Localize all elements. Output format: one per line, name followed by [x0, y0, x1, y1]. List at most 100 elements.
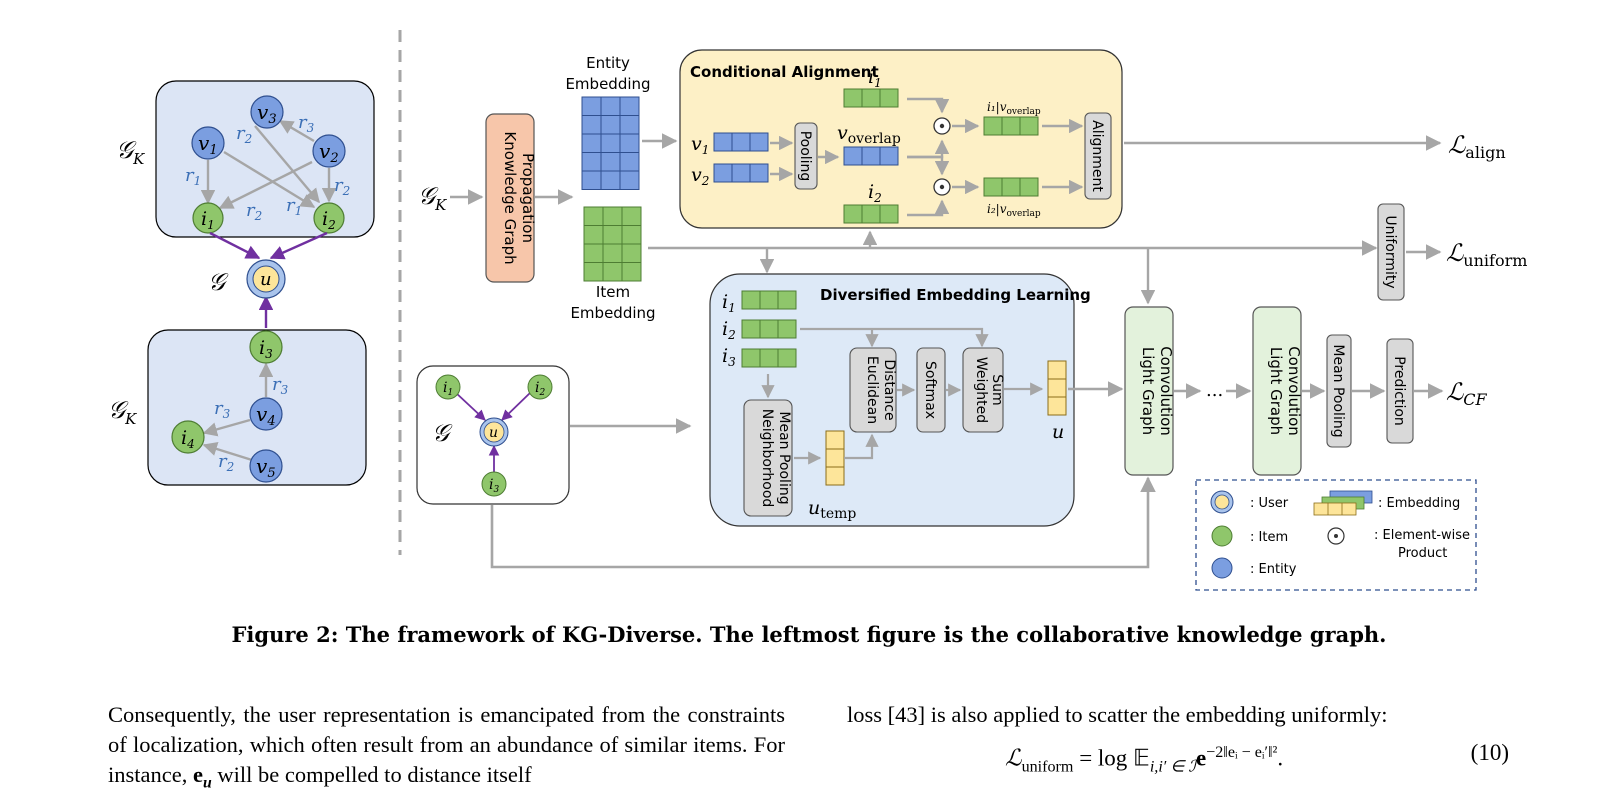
equation-10: ℒuniform = log 𝔼i,i′ ∈ ℐe−2‖eᵢ − eᵢ′‖². …: [847, 738, 1509, 778]
del-i2-cell: [741, 319, 761, 339]
legend-user: : User: [1250, 496, 1289, 511]
item-embedding-cell: [602, 225, 623, 245]
conditional-alignment-title: Conditional Alignment: [690, 63, 879, 81]
svg-text:v2: v2: [319, 139, 339, 166]
eu-symbol: eu: [192, 762, 212, 792]
legend: : User : Item : Entity : Embedding : Ele…: [1195, 479, 1477, 591]
del-i1-cell: [741, 290, 761, 310]
item-embedding-cell: [621, 262, 642, 282]
kg-top-nodes: v1 v3 v2 i1 i2: [191, 95, 346, 234]
input-kg-label: 𝒢K: [418, 182, 447, 214]
v2-embedding-cell: [713, 163, 733, 183]
edge-label: r2: [218, 451, 234, 474]
softmax-label: Softmax: [922, 361, 938, 419]
kg-label-top: 𝒢K: [116, 136, 145, 168]
neighborhood-line1: Neighborhood: [759, 409, 775, 508]
kg-top-edges: [200, 119, 337, 210]
entity-embedding-cell: [600, 170, 621, 190]
lgc2-line2: Convolution: [1285, 346, 1303, 436]
svg-text:utemp: utemp: [808, 497, 856, 522]
svg-text:i2: i2: [868, 181, 882, 205]
small-item-i2: [527, 374, 553, 400]
item-node-i1: [192, 202, 224, 234]
lgc1-line2: Convolution: [1157, 346, 1175, 436]
item-embedding-matrix: [583, 206, 642, 282]
pooling-box: [794, 122, 818, 190]
small-item-i1: [435, 374, 461, 400]
entity-embedding-cell: [600, 133, 621, 153]
light-graph-convolution-1: [1124, 306, 1174, 476]
item-embedding-label-2: Embedding: [570, 304, 655, 322]
i1-embedding-cell: [879, 88, 899, 108]
kg-propagation-line1: Knowledge Graph: [501, 131, 519, 264]
element-wise-product-2: [933, 178, 951, 196]
entity-embedding-cell: [581, 115, 602, 135]
body-text-right: loss [43] is also applied to scatter the…: [847, 700, 1509, 778]
entity-embedding-cell: [600, 96, 621, 116]
del-i3-cell: [759, 348, 779, 368]
legend-product-icon: [1327, 527, 1345, 545]
equation-number: (10): [1470, 740, 1509, 765]
edge-label: r3: [298, 112, 315, 135]
weighted-line1: Weighted: [973, 357, 989, 423]
weighted-line2: Sum: [989, 374, 1005, 405]
u-temp-cell: [825, 448, 845, 468]
del-i1-cell: [759, 290, 779, 310]
entity-embedding-cell: [600, 115, 621, 135]
alignment-label: Alignment: [1089, 120, 1105, 192]
del-i1-cell: [777, 290, 797, 310]
svg-text:i2: i2: [535, 380, 545, 398]
item-embedding-cell: [583, 225, 604, 245]
entity-embedding-cell: [619, 170, 640, 190]
kg-bottom-nodes: i3 v4 i4 v5: [171, 330, 283, 483]
legend-embedding: : Embedding: [1378, 496, 1460, 511]
neighborhood-mean-pooling-box: [743, 399, 793, 517]
loss-uniform: ℒuniform: [1446, 239, 1527, 270]
legend-embedding-icon: [1313, 490, 1373, 516]
left-paragraph-end: will be compelled to distance itself: [217, 762, 532, 787]
u-cell: [1047, 360, 1067, 380]
u-temp-cell: [825, 430, 845, 450]
entity-embedding-cell: [600, 152, 621, 172]
item-node-i3: [249, 330, 283, 364]
kg-label-bottom: 𝒢K: [108, 396, 137, 428]
lgc2-line1: Light Graph: [1267, 347, 1285, 435]
svg-text:v1: v1: [691, 133, 709, 157]
legend-item-icon: [1211, 525, 1233, 547]
body-text-left: Consequently, the user representation is…: [108, 700, 785, 799]
u-cell: [1047, 396, 1067, 416]
loss-cf: ℒCF: [1446, 378, 1488, 409]
edge-label: r2: [236, 123, 252, 146]
item-embedding-label: Item: [596, 283, 630, 301]
item-embedding-cell: [583, 262, 604, 282]
edge-label: r2: [334, 175, 350, 198]
i2-embedding-cell: [879, 204, 899, 224]
edge-label: r1: [185, 165, 201, 188]
right-paragraph: loss [43] is also applied to scatter the…: [847, 702, 1388, 727]
legend-product-2: Product: [1398, 546, 1447, 561]
small-item-i3: [481, 471, 507, 497]
conditioned-i2-cell: [1001, 177, 1021, 197]
u-cell: [1047, 378, 1067, 398]
item-embedding-cell: [602, 243, 623, 263]
uniformity-label: Uniformity: [1382, 215, 1398, 288]
legend-entity-icon: [1211, 557, 1233, 579]
pooling-label: Pooling: [797, 131, 813, 182]
v-overlap-embedding-cell: [861, 146, 881, 166]
light-graph-convolution-2: [1252, 306, 1302, 476]
v-overlap-embedding-cell: [843, 146, 863, 166]
svg-text:v3: v3: [257, 100, 277, 127]
i2-embedding-cell: [861, 204, 881, 224]
edge-label: r3: [214, 398, 231, 421]
edge-label: r3: [272, 374, 289, 397]
element-wise-product-1: [933, 117, 951, 135]
edge-label: r1: [286, 195, 302, 218]
legend-product-1: : Element-wise: [1374, 528, 1470, 543]
entity-embedding-matrix: [581, 96, 640, 190]
weighted-sum-box: [962, 347, 1004, 433]
entity-embedding-cell: [581, 96, 602, 116]
alignment-box: [1084, 112, 1112, 200]
diversified-embedding-title: Diversified Embedding Learning: [820, 286, 1091, 304]
svg-text:u: u: [260, 269, 272, 290]
v-overlap-embedding-cell: [879, 146, 899, 166]
